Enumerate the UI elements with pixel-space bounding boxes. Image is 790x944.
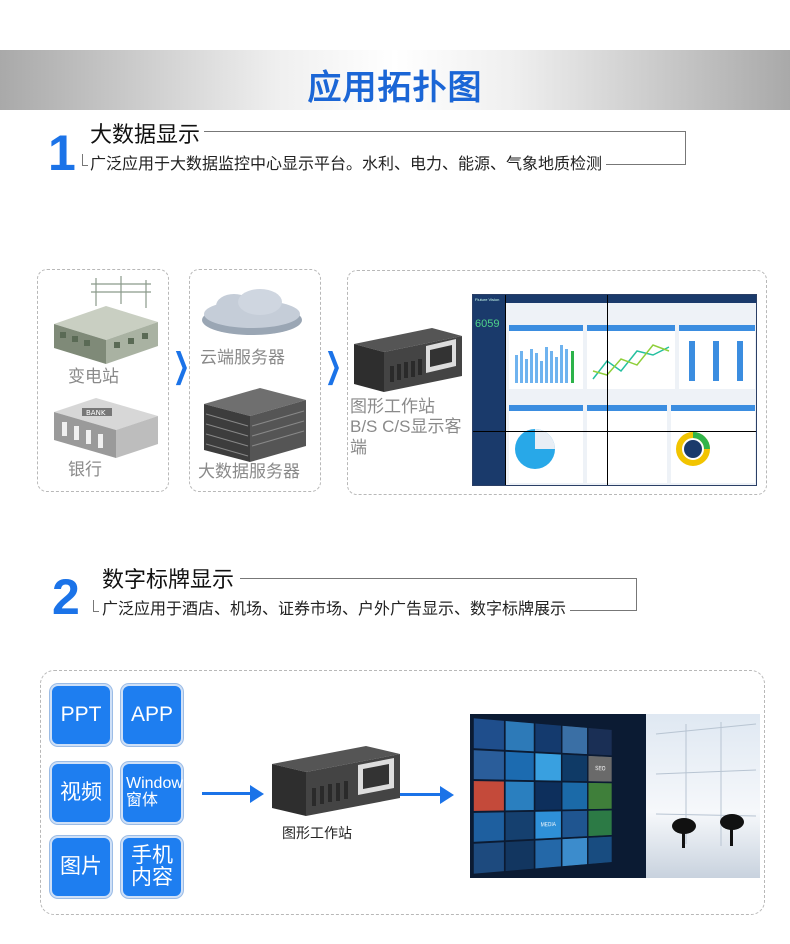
tile-mobile: 手机 内容 (121, 836, 183, 898)
workstation-icon (272, 746, 400, 816)
bank-icon: BANK (54, 398, 158, 458)
dashboard-panel-pie (509, 405, 583, 483)
dashboard-panel-donut (671, 405, 755, 483)
workstation-icon (354, 328, 462, 392)
tile-image: 图片 (50, 836, 112, 898)
cloud-icon (202, 289, 302, 335)
video-wall-image: SEO MEDIA (470, 714, 760, 878)
chevron-right-icon: ❯ (172, 347, 190, 385)
substation-label: 变电站 (68, 367, 119, 386)
tile-mobile-line2: 内容 (131, 866, 173, 889)
chevron-right-icon: ❯ (324, 347, 342, 385)
arrow-line (396, 793, 442, 796)
dashboard-panel-columns (679, 325, 755, 389)
server-rack-icon (204, 388, 306, 462)
arrow-line (202, 792, 252, 795)
section2-number: 2 (52, 569, 80, 625)
video-wall-room (646, 714, 760, 878)
dashboard-panel-icons (587, 405, 667, 483)
tile-window: Window 窗体 (121, 762, 183, 824)
dashboard-counter: 6059 (475, 318, 500, 330)
header-banner: 应用拓扑图 (0, 50, 790, 110)
section2-description: 广泛应用于酒店、机场、证券市场、户外广告显示、数字标牌展示 (102, 602, 571, 618)
arrow-right-icon (250, 785, 264, 803)
dashboard-topbar (505, 295, 756, 303)
cloud-server-label: 云端服务器 (200, 348, 285, 367)
arrow-right-icon (440, 786, 454, 804)
section2-bracket-left (93, 600, 99, 612)
tile-mobile-line1: 手机 (131, 843, 173, 867)
workstation-label-line1: 图形工作站 (350, 397, 435, 416)
workstation-caption: 图形工作站 (282, 825, 352, 841)
section1-number: 1 (48, 125, 76, 181)
workstation-label-line3: 端 (350, 437, 367, 457)
svg-text:BANK: BANK (86, 409, 106, 417)
dashboard-panel-bars (509, 325, 583, 389)
workstation-label: 图形工作站 B/S C/S显示客 端 (350, 397, 475, 458)
page-title: 应用拓扑图 (307, 69, 483, 107)
section1-description: 广泛应用于大数据监控中心显示平台。水利、电力、能源、气象地质检测 (90, 157, 607, 173)
section1-title: 大数据显示 (90, 124, 205, 146)
section1-bracket-left (82, 154, 88, 166)
section2-title: 数字标牌显示 (102, 569, 239, 591)
workstation-label-line2: B/S C/S显示客 (350, 417, 462, 437)
dashboard-panel-line (587, 325, 675, 389)
bigdata-server-label: 大数据服务器 (198, 462, 300, 481)
dashboard-sidebar: Fiuture Vision 6059 (473, 295, 505, 485)
tile-video: 视频 (50, 762, 112, 824)
dashboard-preview: Fiuture Vision 6059 (472, 294, 757, 486)
tile-app: APP (121, 684, 183, 746)
tile-window-line2: 窗体 (126, 792, 159, 809)
bank-label: 银行 (68, 460, 102, 479)
tile-window-line1: Window (126, 775, 183, 793)
source-group-box (37, 269, 169, 492)
dashboard-brand: Fiuture Vision (475, 297, 500, 302)
substation-icon (54, 276, 158, 364)
video-wall-seo: SEO (588, 755, 612, 782)
tile-ppt: PPT (50, 684, 112, 746)
video-wall-media: MEDIA (535, 811, 562, 840)
